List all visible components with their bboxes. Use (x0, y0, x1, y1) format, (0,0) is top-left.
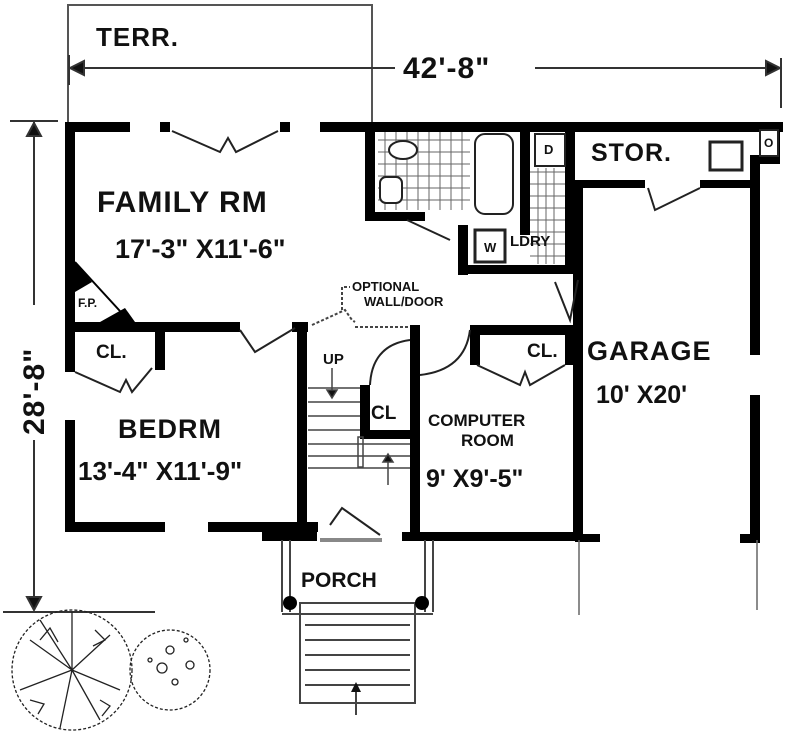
fireplace-label: F.P. (78, 296, 98, 310)
washer-box (473, 228, 507, 264)
depth-dimension-line (3, 120, 155, 613)
toilet-icon (388, 140, 418, 160)
optional-wall-note-line1: OPTIONAL (352, 279, 420, 294)
bedroom-size: 13'-4" X11'-9" (78, 456, 243, 486)
dryer-box (534, 133, 566, 167)
family-room-label: FAMILY RM (97, 186, 268, 219)
bathroom-tile-grid (378, 132, 565, 264)
bedroom-label: BEDRM (118, 414, 222, 444)
washer-label: W (484, 240, 497, 255)
driveway-lines (578, 540, 758, 615)
door-swings (74, 130, 701, 536)
porch-column-left (283, 596, 297, 610)
bedroom-closet-label: CL. (96, 342, 127, 363)
water-heater-box (759, 129, 779, 157)
dryer-label: D (544, 142, 554, 157)
exterior-walls (65, 122, 783, 543)
interior-walls (65, 125, 755, 536)
fireplace (74, 261, 135, 323)
stair-up-label: UP (323, 351, 344, 368)
sink-icon (379, 176, 403, 204)
interior-stairs (308, 368, 410, 485)
terrace-label: TERR. (96, 22, 179, 52)
porch-label: PORCH (301, 569, 377, 592)
optional-wall-dashed (311, 286, 410, 328)
stair-closet-label: CL (371, 403, 397, 424)
garage-label: GARAGE (587, 336, 712, 366)
computer-closet-label: CL. (527, 341, 558, 362)
bathtub-icon (474, 133, 514, 215)
bathroom-fixtures (379, 129, 779, 264)
overall-depth-dimension: 28'-8" (18, 347, 51, 435)
width-dimension-line (67, 55, 783, 108)
shrub-icon (129, 629, 211, 711)
water-heater-label: O (764, 136, 774, 150)
optional-wall-note-line2: WALL/DOOR (364, 294, 444, 309)
porch-column-right (415, 596, 429, 610)
laundry-label: LDRY (510, 233, 551, 250)
family-room-size: 17'-3" X11'-6" (115, 234, 286, 264)
computer-room-size: 9' X9'-5" (426, 465, 524, 493)
computer-room-label-line1: COMPUTER (428, 411, 526, 430)
garage-size: 10' X20' (596, 381, 688, 409)
computer-room-label-line2: ROOM (461, 431, 514, 450)
tree-icon (11, 609, 133, 731)
overall-width-dimension: 42'-8" (403, 52, 491, 85)
storage-label: STOR. (591, 139, 672, 167)
storage-box (708, 140, 744, 172)
